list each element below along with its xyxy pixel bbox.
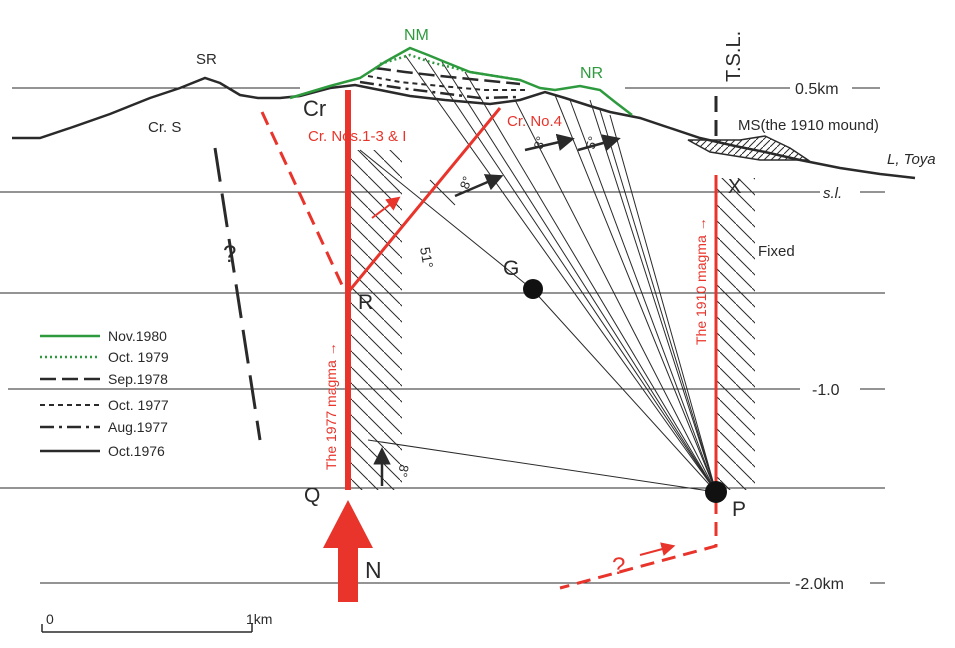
label-question-lower: ? <box>612 553 625 580</box>
label-fixed: Fixed <box>758 243 795 260</box>
label-r: R <box>358 291 373 314</box>
magma-paths <box>260 90 718 602</box>
profile-oct-1976 <box>12 76 916 180</box>
scale-start: 0 <box>46 611 54 627</box>
label-nm: NM <box>404 27 429 44</box>
tilt-vector-rays <box>359 54 717 493</box>
cr-no4-line <box>348 107 502 291</box>
label-n: N <box>365 557 382 583</box>
label-sl: s.l. <box>823 185 842 202</box>
legend-label-oct-1976: Oct.1976 <box>108 443 165 459</box>
angle-5-top: 5° <box>583 134 601 150</box>
lower-dashed-arrow <box>639 542 676 556</box>
depth-label-10: -1.0 <box>812 382 840 399</box>
tsl-label: T.S.L. <box>723 31 745 82</box>
label-x: X <box>728 176 741 198</box>
red-small-arrow <box>371 196 401 219</box>
label-nr: NR <box>580 65 603 82</box>
label-cr: Cr <box>303 96 326 121</box>
legend-label-oct-1979: Oct. 1979 <box>108 349 169 365</box>
depth-label-05: 0.5km <box>795 81 839 98</box>
label-p: P <box>732 498 746 521</box>
depth-label-20: -2.0km <box>795 576 844 593</box>
surface-profiles <box>12 46 916 180</box>
tilt-arrows <box>373 133 621 486</box>
scale-bar: 0 1km <box>41 611 272 633</box>
label-cr-no4: Cr. No.4 <box>507 113 562 130</box>
label-toya: L, Toya <box>887 151 936 168</box>
angle-51: 51° <box>417 246 436 270</box>
angle-8-center: 8° <box>457 174 475 191</box>
label-magma-1910: The 1910 magma → <box>693 217 709 345</box>
label-magma-1977: The 1977 magma → <box>323 342 339 470</box>
profile-oct-1977 <box>367 75 525 91</box>
point-g-dot <box>523 279 543 299</box>
legend-label-oct-1977: Oct. 1977 <box>108 397 169 413</box>
label-g: G <box>503 257 519 280</box>
legend-label-sep-1978: Sep.1978 <box>108 371 168 387</box>
profile-sep-1978 <box>374 66 521 86</box>
label-cr-nos: Cr. Nos.1-3 & I <box>308 128 406 145</box>
cr-s-red-dashed <box>260 111 344 286</box>
label-sr: SR <box>196 51 217 68</box>
hatched-zone-right <box>715 178 755 490</box>
profile-nov-1980 <box>289 46 633 116</box>
magma-1910-lower-dashed <box>559 500 718 590</box>
legend-label-nov-1980: Nov.1980 <box>108 328 167 344</box>
cr-s-dashed-line <box>213 147 262 441</box>
label-ms: MS(the 1910 mound) <box>738 117 879 134</box>
point-p-dot <box>705 481 727 503</box>
label-q: Q <box>304 484 320 507</box>
label-question: ? <box>223 241 236 268</box>
angle-8-bottom: 8° <box>395 463 412 478</box>
label-cr-s: Cr. S <box>148 119 181 136</box>
angle-8-top: 8° <box>531 134 549 150</box>
legend-label-aug-1977: Aug.1977 <box>108 419 168 435</box>
upward-big-arrow <box>323 500 373 602</box>
scale-end: 1km <box>246 611 272 627</box>
legend: Nov.1980 Oct. 1979 Sep.1978 Oct. 1977 Au… <box>40 328 169 459</box>
